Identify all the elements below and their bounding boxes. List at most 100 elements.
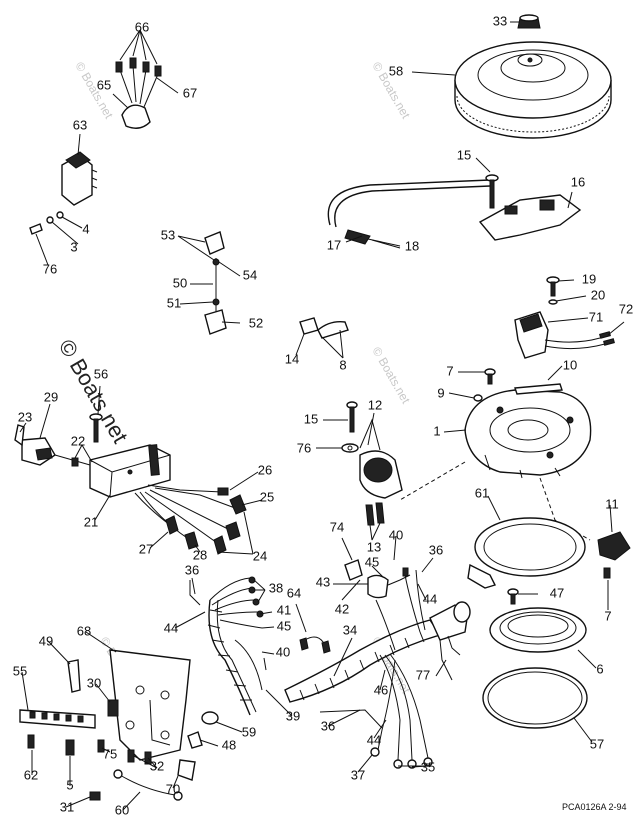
screw-15-top — [485, 174, 499, 209]
rectifier-63 — [61, 151, 98, 206]
callout-47: 47 — [550, 585, 564, 600]
callout-19: 19 — [582, 271, 596, 286]
callout-64: 64 — [287, 585, 301, 600]
callout-36-left: 36 — [185, 562, 199, 577]
screw-47 — [507, 588, 519, 605]
callout-44-left: 44 — [164, 620, 178, 635]
callout-7-upper: 7 — [446, 363, 453, 378]
callout-21: 21 — [84, 514, 98, 529]
callout-76-top: 76 — [43, 261, 57, 276]
callout-50: 50 — [173, 275, 187, 290]
boot-assembly — [204, 231, 227, 335]
callout-40-left: 40 — [276, 644, 290, 659]
fasteners-7-9 — [473, 368, 496, 402]
callout-18: 18 — [405, 238, 419, 253]
callout-72: 72 — [619, 301, 633, 316]
callout-23: 23 — [18, 409, 32, 424]
callout-74: 74 — [330, 519, 344, 534]
callout-49: 49 — [39, 633, 53, 648]
callout-65: 65 — [97, 77, 111, 92]
assembly-line-1 — [399, 461, 466, 501]
leader-lines — [19, 21, 625, 811]
callout-46: 46 — [374, 682, 388, 697]
mounting-bracket-68 — [19, 649, 219, 801]
callout-76-coil: 76 — [297, 440, 311, 455]
callout-58: 58 — [389, 63, 403, 78]
callout-44-bottom: 44 — [367, 732, 381, 747]
callout-44-mid: 44 — [423, 591, 437, 606]
callout-55: 55 — [13, 663, 27, 678]
callout-43: 43 — [316, 574, 330, 589]
ring-61 — [467, 517, 586, 589]
callout-66: 66 — [135, 19, 149, 34]
callout-32: 32 — [150, 758, 164, 773]
callout-75: 75 — [103, 746, 117, 761]
callout-38: 38 — [269, 580, 283, 595]
ring-terminal-37 — [370, 747, 380, 757]
callout-60: 60 — [115, 802, 129, 817]
wiring-harness-34 — [189, 567, 471, 769]
boots-8-14 — [299, 317, 349, 339]
ignition-coil-12 — [341, 401, 403, 526]
callout-35: 35 — [421, 759, 435, 774]
watermark-dark: © Boats.net — [54, 335, 133, 447]
callout-17: 17 — [327, 237, 341, 252]
callout-24: 24 — [253, 548, 267, 563]
callout-25: 25 — [260, 489, 274, 504]
callout-45-mid: 45 — [365, 554, 379, 569]
callout-30: 30 — [87, 675, 101, 690]
callout-62: 62 — [24, 767, 38, 782]
callout-71: 71 — [589, 309, 603, 324]
callout-31: 31 — [60, 799, 74, 814]
callout-53: 53 — [161, 227, 175, 242]
flywheel-nut — [517, 14, 541, 29]
figure-code: PCA0126A 2-94 — [562, 802, 627, 812]
callout-36-bottom: 36 — [321, 718, 335, 733]
flywheel — [454, 41, 612, 139]
callout-41: 41 — [277, 602, 291, 617]
callout-77: 77 — [416, 667, 430, 682]
callout-57: 57 — [590, 736, 604, 751]
callout-36-mid: 36 — [429, 542, 443, 557]
callout-15-top: 15 — [457, 147, 471, 162]
callout-4: 4 — [82, 221, 89, 236]
power-pack-21 — [14, 413, 247, 555]
terminal-block-65 — [115, 57, 162, 129]
stator-plate-1 — [464, 383, 592, 479]
callout-34: 34 — [343, 622, 357, 637]
callout-59: 59 — [242, 724, 256, 739]
callout-labels: 33 58 15 16 17 18 66 67 65 63 4 3 76 53 … — [13, 13, 633, 817]
callout-45-left: 45 — [277, 618, 291, 633]
ring-6 — [489, 607, 587, 653]
callout-51: 51 — [167, 295, 181, 310]
fasteners-3-4-76 — [29, 211, 64, 235]
callout-5: 5 — [66, 777, 73, 792]
callout-20: 20 — [591, 287, 605, 302]
callout-28: 28 — [193, 547, 207, 562]
timer-base — [327, 179, 582, 245]
callout-14: 14 — [285, 351, 299, 366]
callout-42: 42 — [335, 601, 349, 616]
callout-26: 26 — [258, 462, 272, 477]
callout-70: 70 — [166, 781, 180, 796]
callout-39: 39 — [286, 708, 300, 723]
charge-coil-71 — [514, 276, 615, 359]
callout-27: 27 — [139, 541, 153, 556]
callout-52: 52 — [249, 315, 263, 330]
callout-61: 61 — [475, 485, 489, 500]
callout-16: 16 — [571, 174, 585, 189]
callout-37: 37 — [351, 767, 365, 782]
callout-13: 13 — [367, 539, 381, 554]
callout-63: 63 — [73, 117, 87, 132]
connector-42-43-74 — [344, 559, 411, 651]
callout-54: 54 — [243, 267, 257, 282]
callout-1: 1 — [433, 423, 440, 438]
callout-8: 8 — [339, 357, 346, 372]
ring-57 — [482, 667, 588, 729]
bracket-11 — [597, 531, 631, 579]
callout-10: 10 — [563, 357, 577, 372]
callout-56: 56 — [94, 366, 108, 381]
callout-12: 12 — [368, 397, 382, 412]
callout-67: 67 — [183, 85, 197, 100]
